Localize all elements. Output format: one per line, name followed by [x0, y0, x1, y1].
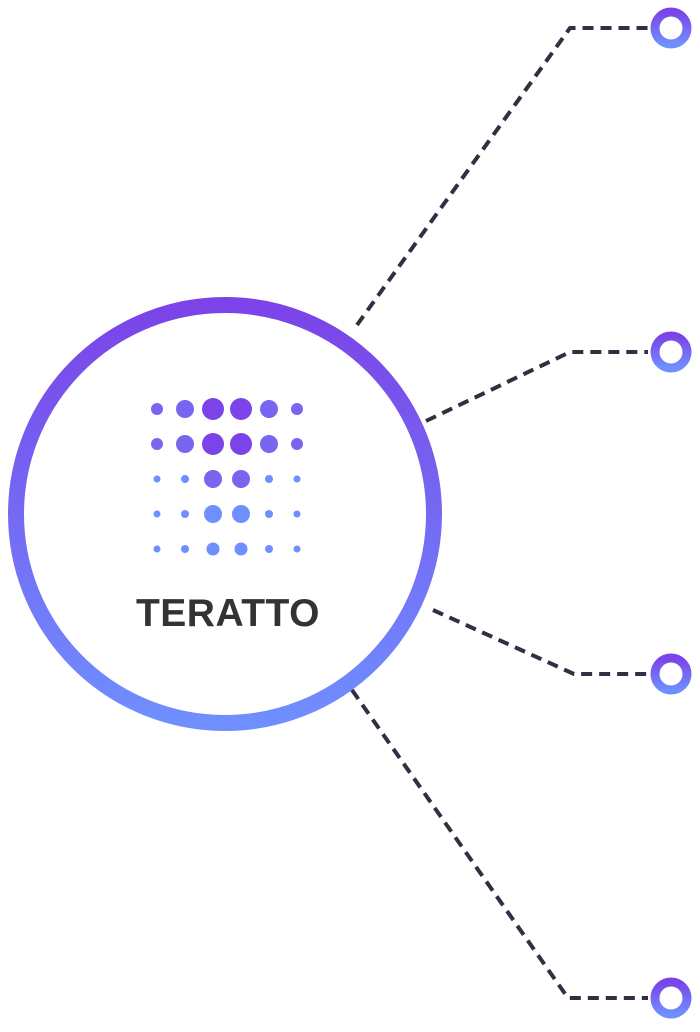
logo-dot — [153, 545, 161, 553]
logo-dot — [153, 510, 161, 518]
logo-dot — [260, 400, 278, 418]
logo-dot — [265, 475, 273, 483]
logo-dot — [151, 438, 163, 450]
logo-dot — [206, 542, 220, 556]
logo-dot — [176, 400, 194, 418]
logo-dot — [230, 433, 252, 455]
logo-dot — [181, 510, 189, 518]
logo-dot — [232, 505, 250, 523]
logo-dot — [234, 542, 248, 556]
logo-dot — [176, 435, 194, 453]
ring-node-icon — [650, 977, 692, 1019]
ring-node-icon — [650, 331, 692, 373]
connectors — [350, 26, 648, 1000]
logo-dot — [151, 403, 163, 415]
logo-dot — [293, 510, 301, 518]
logo-dot — [291, 438, 303, 450]
ring-node-icon — [650, 653, 692, 695]
logo-dot — [293, 475, 301, 483]
logo-dot — [153, 475, 161, 483]
connector-4-line — [350, 688, 648, 1000]
logo-dot — [265, 545, 273, 553]
logo-dot — [204, 470, 222, 488]
logo-dot — [202, 398, 224, 420]
logo-dot — [230, 398, 252, 420]
brand-name: TERATTO — [136, 592, 320, 635]
dot-grid-logo-icon — [151, 398, 303, 556]
logo-dot — [265, 510, 273, 518]
connector-nodes — [650, 7, 692, 1019]
logo-dot — [181, 545, 189, 553]
logo-dot — [260, 435, 278, 453]
connector-2-line — [425, 350, 648, 423]
logo-dot — [291, 403, 303, 415]
logo-dot — [293, 545, 301, 553]
connector-1-line — [355, 26, 648, 327]
connector-3-line — [432, 608, 648, 676]
logo-dot — [181, 475, 189, 483]
ring-node-icon — [650, 7, 692, 49]
logo-dot — [202, 433, 224, 455]
logo-dot — [232, 470, 250, 488]
hub-ring — [8, 297, 442, 731]
logo-dot — [204, 505, 222, 523]
